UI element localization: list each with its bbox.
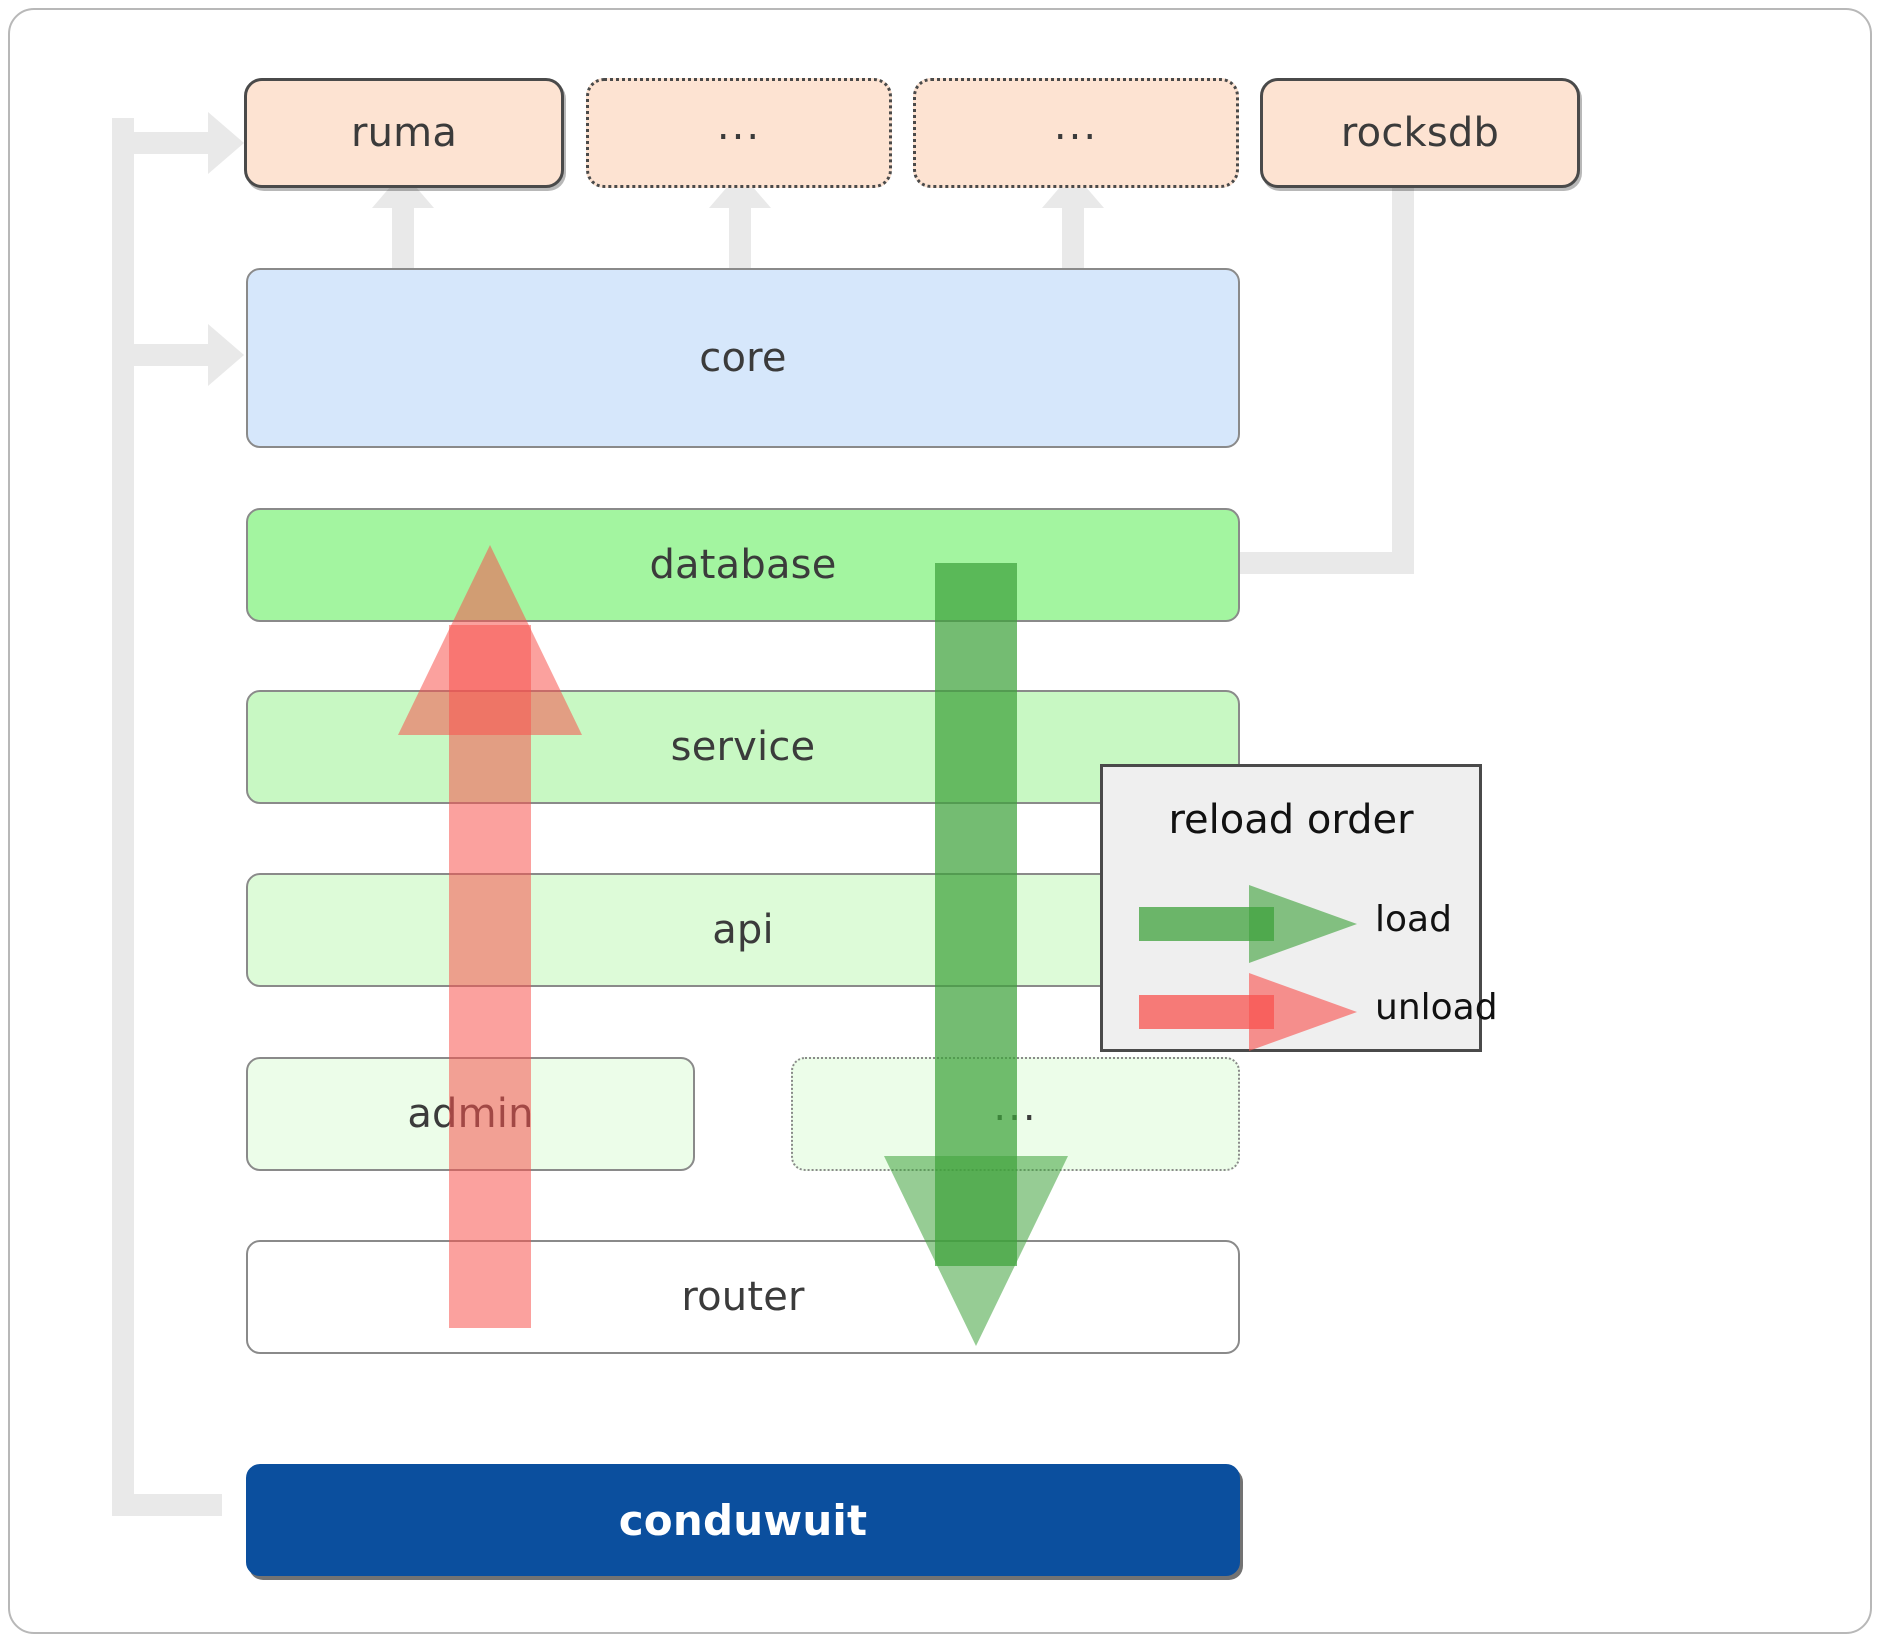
node-dependency-placeholder-1[interactable]: ... bbox=[586, 78, 892, 188]
connector-core-to-ruma-stem bbox=[392, 204, 414, 270]
legend-load-label: load bbox=[1375, 899, 1452, 940]
connector-left-trunk-vertical bbox=[112, 118, 134, 1516]
node-ruma-label: ruma bbox=[350, 110, 458, 156]
node-dependency-placeholder-2[interactable]: ... bbox=[913, 78, 1239, 188]
node-database-label: database bbox=[649, 542, 837, 588]
node-dependency-placeholder-2-label: ... bbox=[1053, 103, 1099, 149]
node-core[interactable]: core bbox=[246, 268, 1240, 448]
connector-database-to-rocksdb-horizontal bbox=[1228, 552, 1414, 574]
node-ruma[interactable]: ruma bbox=[244, 78, 564, 188]
node-dependency-placeholder-1-label: ... bbox=[716, 103, 762, 149]
flow-unload-arrow bbox=[392, 545, 588, 1328]
legend-load-arrow-icon bbox=[1139, 885, 1357, 963]
node-conduwuit[interactable]: conduwuit bbox=[246, 1464, 1240, 1576]
legend-unload-arrow-icon bbox=[1139, 973, 1357, 1051]
node-rocksdb[interactable]: rocksdb bbox=[1260, 78, 1580, 188]
connector-to-core-arrowhead bbox=[208, 324, 244, 386]
node-service-label: service bbox=[670, 724, 816, 770]
node-router[interactable]: router bbox=[246, 1240, 1240, 1354]
connector-core-to-dep2-stem bbox=[729, 204, 751, 270]
connector-conduwuit-trunk-horizontal bbox=[112, 1494, 222, 1516]
legend-row-unload: unload bbox=[1103, 973, 1498, 1051]
legend-panel: reload order load unload bbox=[1100, 764, 1498, 1052]
node-conduwuit-label: conduwuit bbox=[618, 1495, 868, 1545]
legend-title: reload order bbox=[1168, 797, 1414, 843]
connector-to-ruma-horizontal bbox=[112, 132, 224, 154]
connector-to-core-horizontal bbox=[112, 344, 224, 366]
flow-load-arrow bbox=[878, 563, 1074, 1346]
node-database[interactable]: database bbox=[246, 508, 1240, 622]
node-router-label: router bbox=[681, 1274, 805, 1320]
node-core-label: core bbox=[699, 335, 787, 381]
legend-row-load: load bbox=[1103, 885, 1479, 963]
node-api-label: api bbox=[712, 907, 774, 953]
node-rocksdb-label: rocksdb bbox=[1340, 110, 1500, 156]
connector-core-to-dep3-stem bbox=[1062, 204, 1084, 270]
legend-unload-label: unload bbox=[1375, 987, 1498, 1028]
connector-database-to-rocksdb-vertical bbox=[1392, 128, 1414, 574]
node-api[interactable]: api bbox=[246, 873, 1240, 987]
connector-to-ruma-arrowhead bbox=[208, 112, 244, 174]
